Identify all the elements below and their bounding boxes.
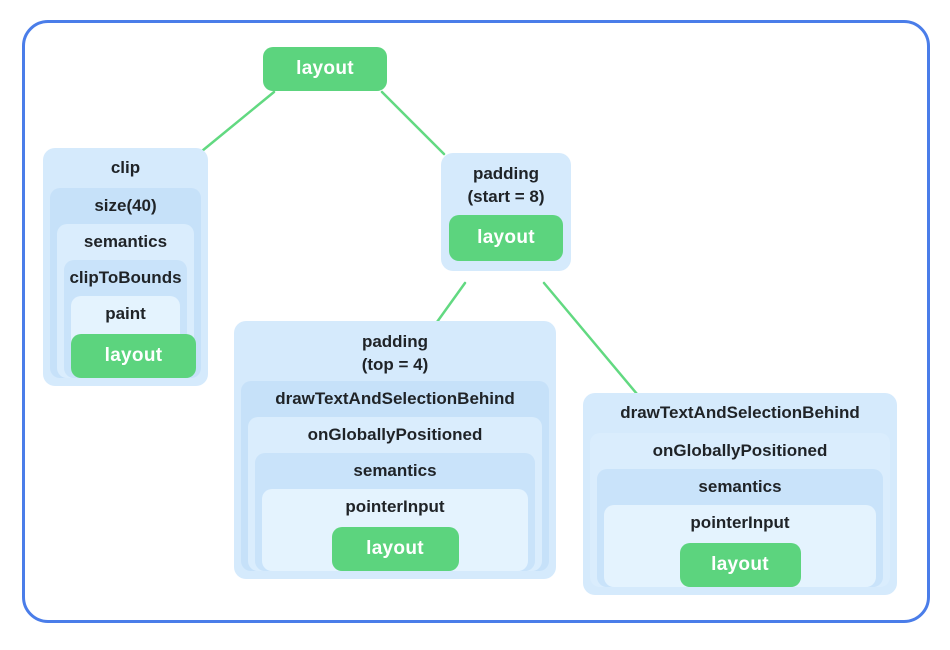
semantics-modifier-box: semantics pointerInput layout <box>255 453 535 571</box>
pointerinput-modifier-box: pointerInput layout <box>262 489 528 571</box>
clip-label: clip <box>110 158 141 177</box>
padding-top-label-line1: padding <box>361 332 429 351</box>
size-label: size(40) <box>94 196 157 215</box>
cliptobounds-label: clipToBounds <box>69 268 182 287</box>
padding-top-label: padding (top = 4) <box>234 321 556 381</box>
drawtext-label: drawTextAndSelectionBehind <box>620 403 860 422</box>
ongloballypositioned-label: onGloballyPositioned <box>652 441 828 460</box>
layout-leaf-node: layout <box>449 215 563 261</box>
padding-top-label-line2: (top = 4) <box>361 355 429 374</box>
layout-leaf-node: layout <box>679 543 801 587</box>
paint-modifier-box: paint layout <box>71 296 196 378</box>
pointerinput-label: pointerInput <box>690 513 790 532</box>
padding-start-label-line2: (start = 8) <box>467 187 545 206</box>
semantics-label: semantics <box>698 477 782 496</box>
cliptobounds-modifier-box: clipToBounds paint layout <box>64 260 196 378</box>
semantics-label: semantics <box>83 232 168 251</box>
layout-leaf-node: layout <box>331 527 459 571</box>
drawtext-label: drawTextAndSelectionBehind <box>275 389 515 408</box>
paint-label: paint <box>105 304 146 323</box>
drawtext-modifier-box: drawTextAndSelectionBehind onGloballyPos… <box>241 381 549 571</box>
pointerinput-modifier-box: pointerInput layout <box>604 505 876 587</box>
ongloballypositioned-modifier-box: onGloballyPositioned semantics pointerIn… <box>248 417 542 571</box>
clip-modifier-box: clip size(40) semantics clipToBounds pai… <box>43 148 208 386</box>
pointerinput-label: pointerInput <box>345 497 445 516</box>
root-layout-node: layout <box>263 47 387 91</box>
padding-start-label-line1: padding <box>472 164 540 183</box>
padding-top-modifier-box: padding (top = 4) drawTextAndSelectionBe… <box>234 321 556 579</box>
layout-leaf-node: layout <box>71 334 196 378</box>
drawtext-modifier-box: drawTextAndSelectionBehind onGloballyPos… <box>583 393 897 595</box>
padding-start-modifier-box: padding (start = 8) layout <box>441 153 571 271</box>
ongloballypositioned-label: onGloballyPositioned <box>307 425 483 444</box>
size-modifier-box: size(40) semantics clipToBounds paint la… <box>50 188 201 378</box>
ongloballypositioned-modifier-box: onGloballyPositioned semantics pointerIn… <box>590 433 890 587</box>
padding-start-label: padding (start = 8) <box>441 153 571 213</box>
semantics-label: semantics <box>353 461 437 480</box>
semantics-modifier-box: semantics pointerInput layout <box>597 469 883 587</box>
semantics-modifier-box: semantics clipToBounds paint layout <box>57 224 196 378</box>
